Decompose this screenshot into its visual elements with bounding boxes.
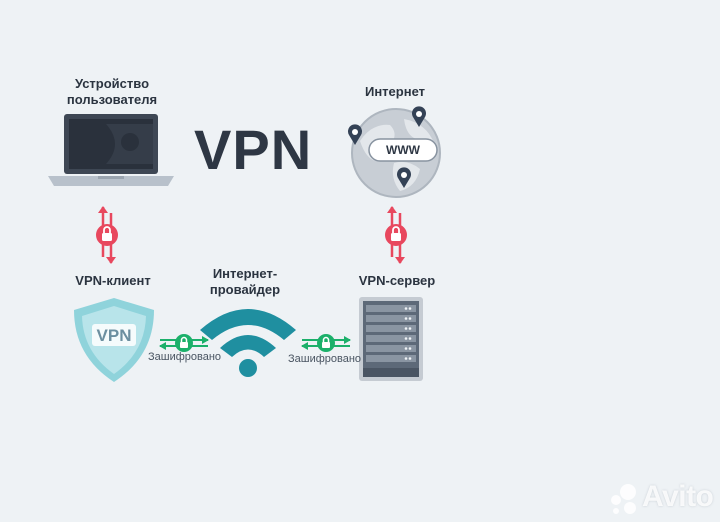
avito-watermark: Avito [642, 480, 714, 513]
laptop-icon [48, 114, 174, 186]
www-badge: WWW [368, 138, 438, 162]
vpn-client-label: VPN-клиент [75, 273, 151, 288]
isp-label: Интернет- провайдер [209, 266, 281, 297]
encrypted-link-horizontal-left [159, 334, 209, 352]
encrypted-caption-left: Зашифровано [148, 351, 222, 363]
map-pin-icon [412, 106, 426, 127]
encrypted-link-vertical-right [385, 206, 407, 264]
vpn-server-label: VPN-сервер [358, 273, 436, 288]
diagram-title: VPN [194, 118, 313, 181]
wifi-icon [200, 309, 296, 377]
encrypted-link-vertical-left [96, 206, 118, 264]
map-pin-icon [397, 167, 411, 188]
encrypted-caption-right: Зашифровано [288, 353, 362, 365]
server-icon [359, 297, 423, 381]
shield-text: VPN [97, 326, 132, 345]
user-device-label: Устройство пользователя [66, 76, 158, 107]
shield-icon: VPN [74, 298, 154, 382]
map-pin-icon [348, 124, 362, 145]
www-text: WWW [386, 143, 421, 157]
encrypted-link-horizontal-right [301, 334, 351, 352]
avito-logo-icon [611, 484, 636, 514]
internet-label: Интернет [364, 84, 425, 99]
